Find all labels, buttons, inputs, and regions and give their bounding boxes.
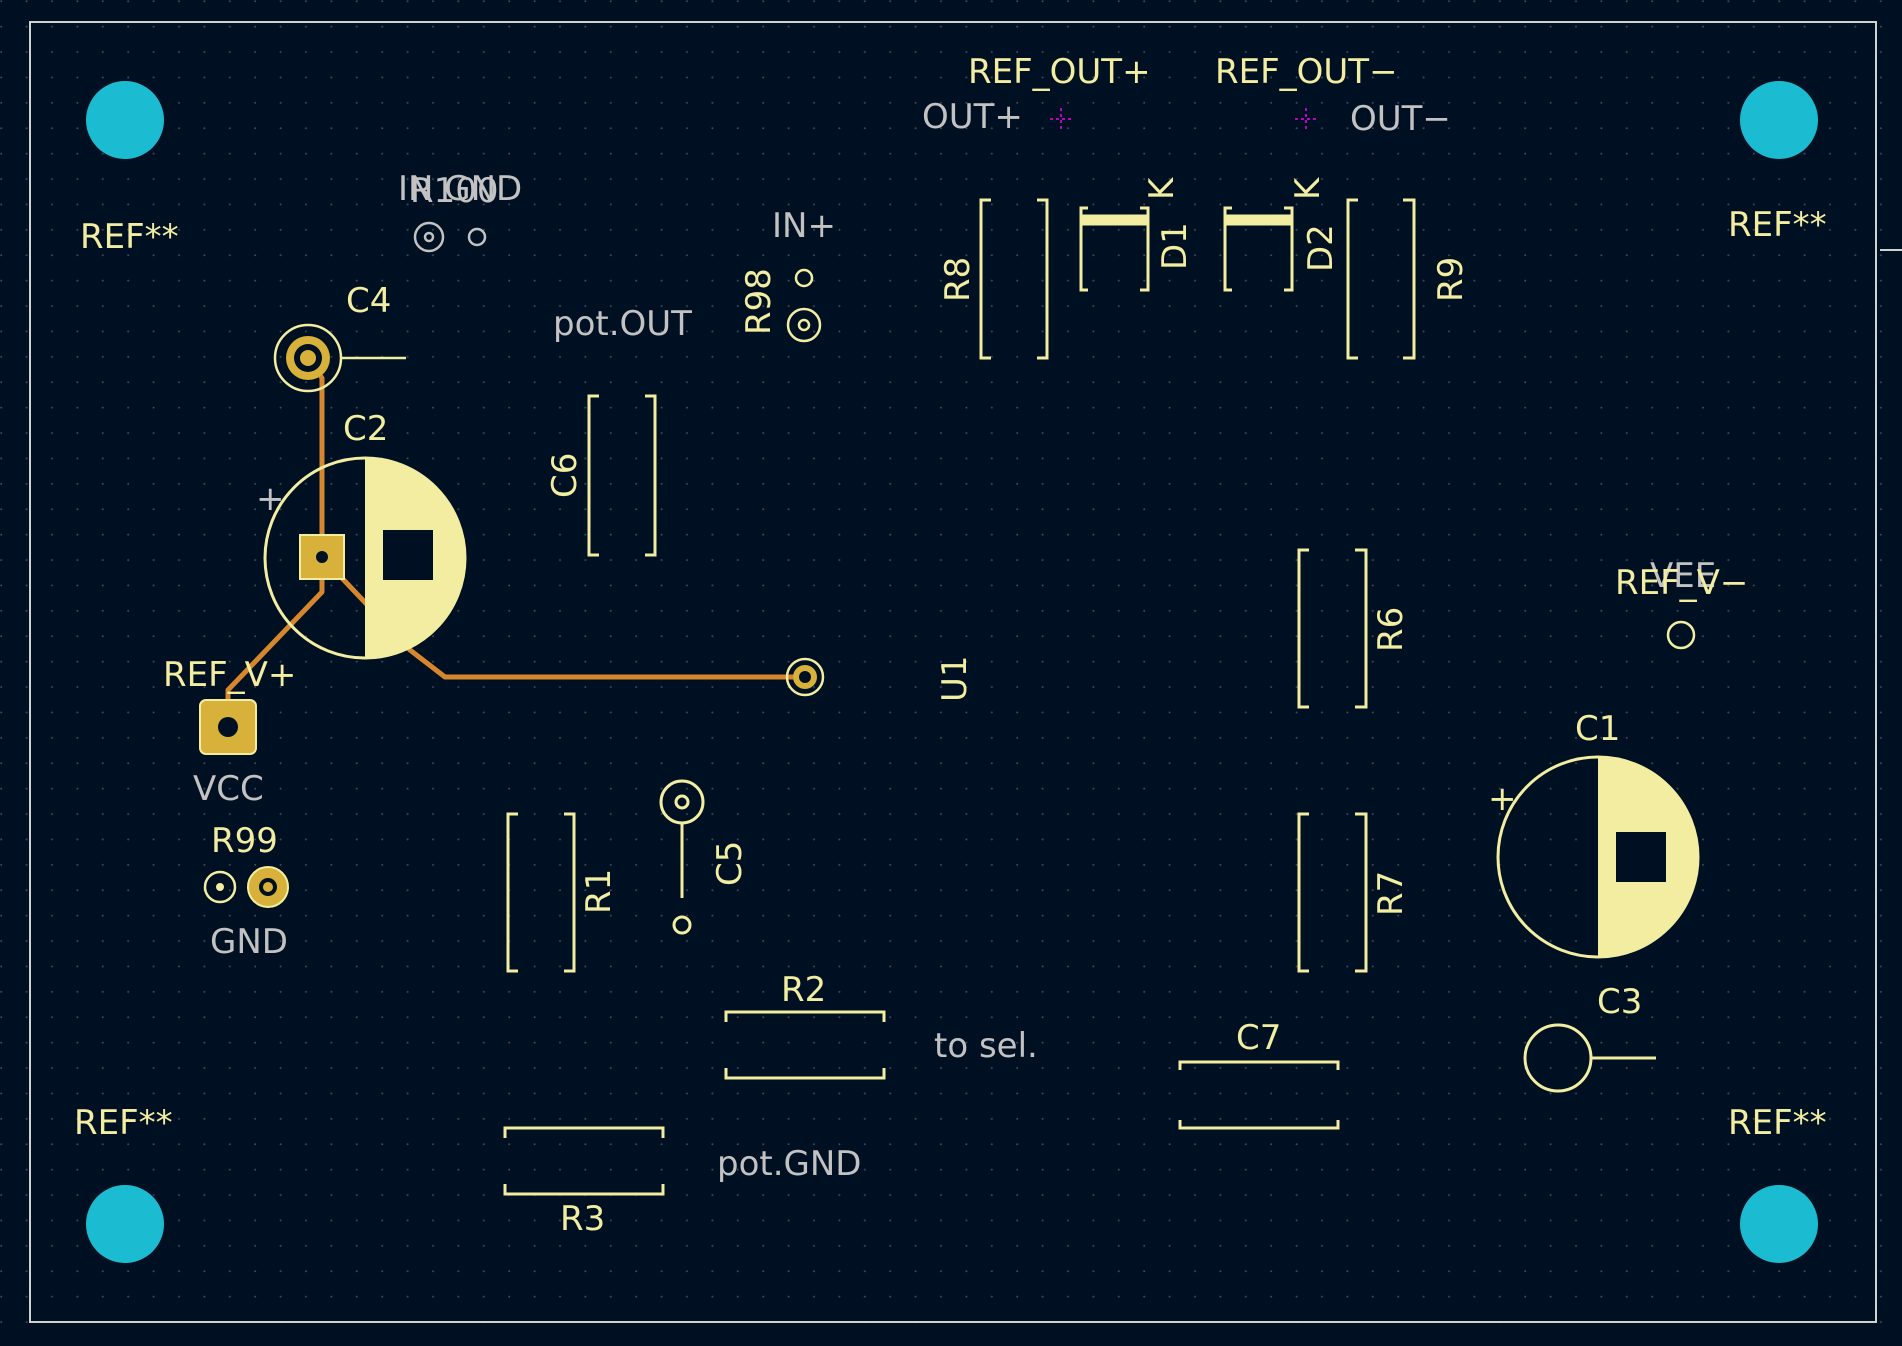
r1-outline[interactable] (506, 812, 576, 973)
net-label-vee: VEE (1650, 556, 1716, 596)
d2-outline[interactable] (1223, 206, 1294, 292)
refdes-r2: R2 (781, 970, 826, 1010)
r7-outline[interactable] (1297, 812, 1368, 973)
refdes-u1: U1 (935, 655, 975, 702)
net-label-out-plus: OUT+ (922, 97, 1023, 137)
refdes-c3: C3 (1597, 982, 1642, 1022)
c1-footprint[interactable] (1496, 755, 1700, 959)
mounting-hole-bottom-left[interactable] (86, 1185, 164, 1263)
refdes-r7: R7 (1371, 871, 1411, 916)
r6-outline[interactable] (1297, 548, 1368, 709)
mounting-hole-label: REF** (1728, 205, 1827, 245)
net-label-vcc: VCC (193, 769, 264, 809)
vee-pad[interactable] (1666, 620, 1696, 650)
r8-outline[interactable] (979, 198, 1049, 360)
c3-footprint[interactable] (1523, 1023, 1656, 1093)
net-label-pot-out: pot.OUT (553, 304, 692, 344)
net-label-pot-gnd: pot.GND (717, 1144, 861, 1184)
mounting-hole-bottom-right[interactable] (1740, 1185, 1818, 1263)
mounting-hole-label: REF** (1728, 1103, 1827, 1143)
c6-outline[interactable] (587, 394, 657, 557)
refdes-r1: R1 (579, 869, 619, 914)
testpoint-out-minus[interactable] (1295, 108, 1317, 130)
refdes-d1: D1 (1155, 222, 1195, 270)
net-label-in-gnd: IN GND (398, 169, 522, 209)
mounting-hole-top-right[interactable] (1740, 81, 1818, 159)
r98-pads[interactable] (786, 268, 822, 343)
net-label-to-sel: to sel. (934, 1026, 1038, 1066)
cathode-mark-d2: K (1288, 176, 1328, 200)
c4-footprint[interactable] (273, 323, 406, 393)
net-label-out-minus: OUT− (1350, 99, 1451, 139)
refdes-r3: R3 (560, 1199, 605, 1239)
net-label-ref-out-minus: REF_OUT− (1215, 52, 1398, 92)
net-label-in-plus: IN+ (772, 206, 836, 246)
r100-pads[interactable] (413, 221, 487, 253)
c5-footprint[interactable] (659, 779, 705, 935)
d1-outline[interactable] (1079, 206, 1150, 292)
c2-footprint[interactable] (263, 456, 467, 660)
mounting-hole-label: REF** (74, 1103, 173, 1143)
refdes-c5: C5 (710, 841, 750, 886)
net-label-ref-v-plus: REF_V+ (163, 655, 296, 695)
c7-outline[interactable] (1178, 1060, 1340, 1130)
cathode-mark-d1: K (1142, 176, 1182, 200)
r99-pads[interactable] (203, 866, 289, 908)
refdes-r98: R98 (739, 268, 779, 335)
testpoint-out-plus[interactable] (1050, 108, 1072, 130)
polarity-mark-c1: + (1488, 779, 1517, 819)
refdes-r6: R6 (1371, 607, 1411, 652)
mounting-hole-label: REF** (80, 217, 179, 257)
r9-outline[interactable] (1346, 198, 1416, 360)
board-edge-outline[interactable] (29, 21, 1877, 1323)
vcc-pad[interactable] (199, 699, 257, 755)
mounting-hole-top-left[interactable] (86, 81, 164, 159)
refdes-c6: C6 (545, 453, 585, 498)
refdes-d2: D2 (1301, 224, 1341, 272)
refdes-r99: R99 (211, 821, 278, 861)
refdes-c1: C1 (1575, 709, 1620, 749)
net-label-ref-out-plus: REF_OUT+ (968, 52, 1151, 92)
refdes-r9: R9 (1431, 257, 1471, 302)
refdes-c2: C2 (343, 409, 388, 449)
r2-outline[interactable] (724, 1010, 886, 1080)
refdes-c4: C4 (346, 281, 391, 321)
polarity-mark-c2: + (256, 479, 285, 519)
refdes-c7: C7 (1236, 1018, 1281, 1058)
u1-pad-1[interactable] (785, 657, 825, 697)
refdes-r100: R100 (410, 171, 499, 211)
refdes-r8: R8 (938, 257, 978, 302)
net-label-gnd: GND (210, 922, 288, 962)
net-label-ref-v-minus: REF_V− (1615, 563, 1748, 603)
r3-outline[interactable] (503, 1126, 665, 1196)
